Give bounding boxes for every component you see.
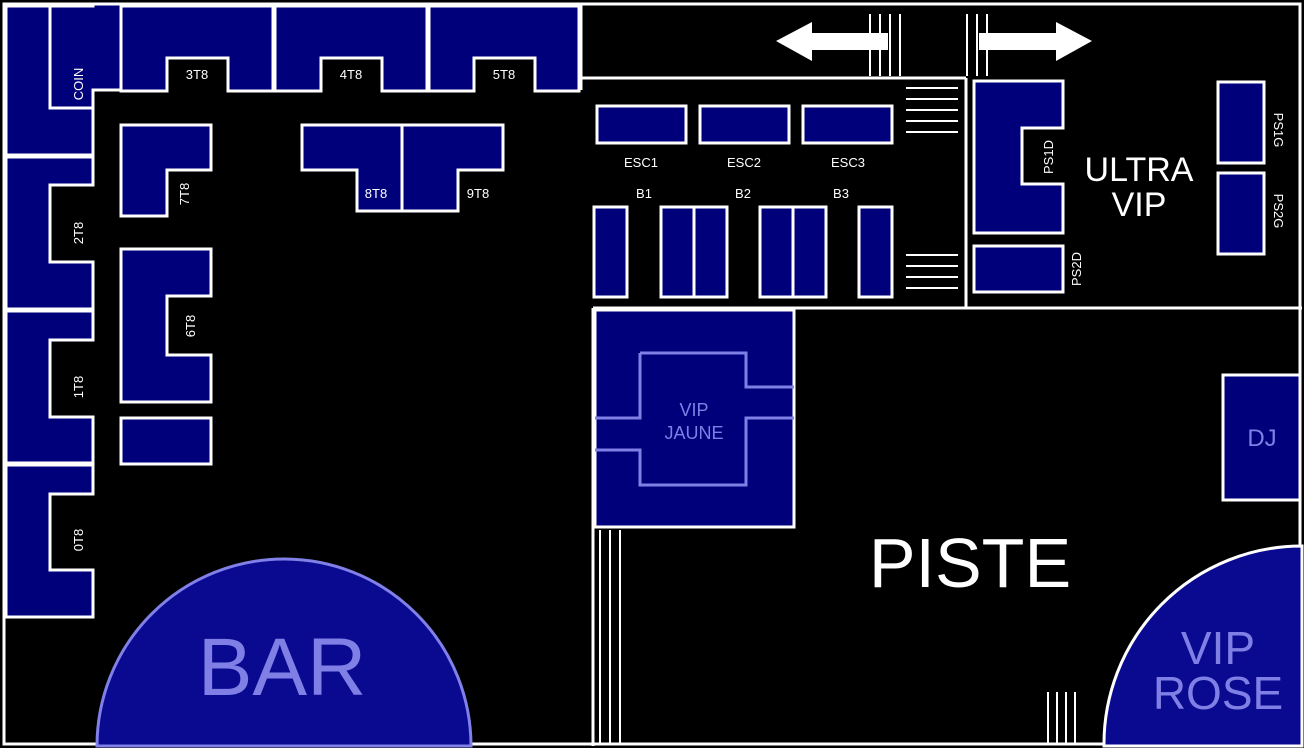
table-esc1[interactable] [595,104,688,145]
stairs-esc [906,87,958,289]
label-4t8: 4T8 [340,67,362,82]
arrow-left-icon [776,22,888,61]
label-ultra-vip-2: VIP [1112,186,1167,224]
label-1t8: 1T8 [71,376,86,398]
booth-5t8-seat[interactable] [427,4,581,93]
booth-9t8-seat[interactable] [400,123,505,213]
booth-3t8-seat[interactable] [119,4,275,93]
table-b3-left[interactable] [758,205,795,299]
booth-1t8-seat[interactable] [4,309,95,465]
table-b2-left[interactable] [659,205,696,299]
label-esc3: ESC3 [831,155,865,170]
table-ps2d[interactable] [972,244,1065,294]
stairs-jaune [599,530,621,744]
label-vip-rose-1: VIP [1181,622,1255,674]
booth-ps1d-seat[interactable] [972,79,1065,235]
booth-7t8-seat[interactable] [119,123,213,218]
arrow-right-icon [979,22,1092,61]
stairs-rose [1047,692,1076,744]
vip-jaune-inner [595,351,794,487]
label-7t8: 7T8 [177,183,192,205]
table-small-seat[interactable] [119,416,213,466]
label-0t8: 0T8 [71,529,86,551]
label-bar: BAR [198,622,367,713]
table-b4[interactable] [857,205,894,299]
label-ps2d: PS2D [1069,252,1084,286]
vip-rose-zone[interactable] [1102,544,1304,748]
table-esc2[interactable] [698,104,791,145]
table-b3-right[interactable] [791,205,828,299]
label-5t8: 5T8 [493,67,515,82]
table-ps2g[interactable] [1216,171,1266,256]
label-esc1: ESC1 [624,155,658,170]
booth-4t8-seat[interactable] [273,4,429,93]
label-6t8: 6T8 [183,315,198,337]
booth-6t8-seat[interactable] [119,247,213,404]
label-b2: B2 [735,186,751,201]
label-ps1g: PS1G [1271,113,1286,148]
label-esc2: ESC2 [727,155,761,170]
label-ultra-vip-1: ULTRA [1085,151,1194,189]
label-vip-jaune-2: JAUNE [664,423,723,443]
table-b2-right[interactable] [692,205,729,299]
label-b1: B1 [636,186,652,201]
label-8t8: 8T8 [365,186,387,201]
table-ps1g[interactable] [1216,80,1266,165]
dj-booth[interactable] [1221,373,1302,502]
label-3t8: 3T8 [186,67,208,82]
bar-counter[interactable] [95,557,473,748]
label-piste: PISTE [869,524,1071,602]
table-esc3[interactable] [801,104,894,145]
booth-0t8-seat[interactable] [4,463,95,619]
label-2t8: 2T8 [71,222,86,244]
label-b3: B3 [833,186,849,201]
label-9t8: 9T8 [467,186,489,201]
label-coin: COIN [71,68,86,101]
label-dj: DJ [1247,425,1276,452]
label-ps1d: PS1D [1041,140,1056,174]
table-b1[interactable] [592,205,629,299]
booth-coin-seat[interactable] [4,4,95,157]
label-ps2g: PS2G [1271,194,1286,229]
booth-2t8-seat[interactable] [4,155,95,311]
label-vip-jaune-1: VIP [679,400,708,420]
label-vip-rose-2: ROSE [1153,667,1283,719]
